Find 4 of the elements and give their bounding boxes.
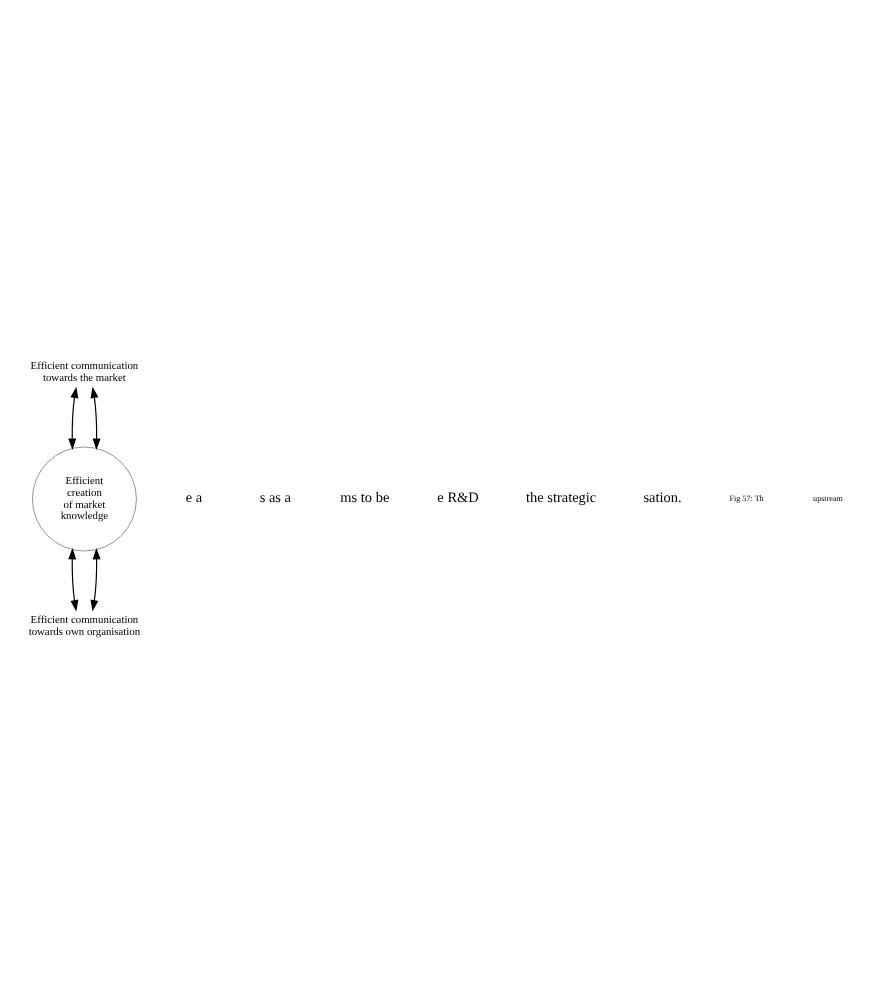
arrow	[68, 548, 79, 612]
arrow	[90, 548, 101, 612]
arrow	[68, 386, 79, 450]
arrow	[90, 386, 101, 450]
